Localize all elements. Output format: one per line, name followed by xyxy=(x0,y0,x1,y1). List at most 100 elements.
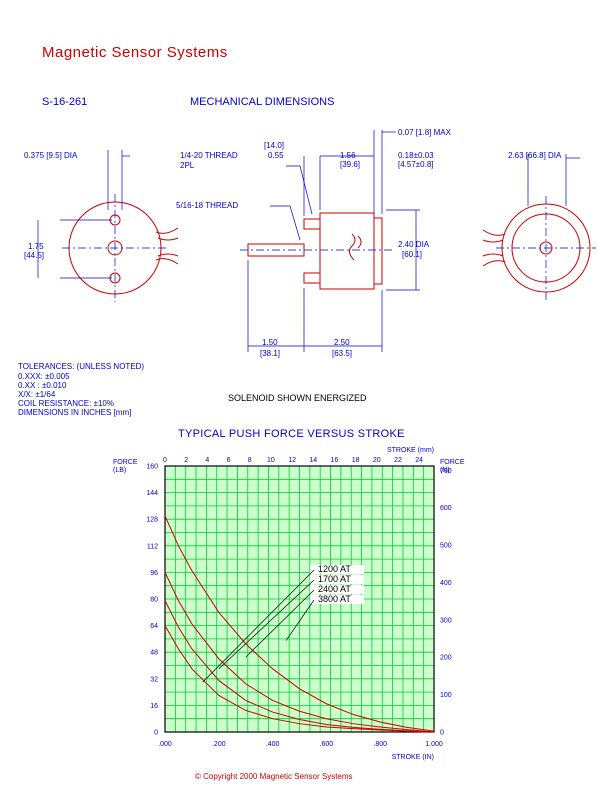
dim-plunger-gap-mm: [4.57±0.8] xyxy=(398,160,434,169)
y2-axis-label: FORCE xyxy=(440,459,465,466)
y-axis-label: FORCE xyxy=(113,459,138,466)
energized-note: SOLENOID SHOWN ENERGIZED xyxy=(228,393,367,403)
dim-total-len: 2.50 xyxy=(334,338,350,347)
y2-axis-label: (N) xyxy=(440,467,450,474)
legend-label: 1200 AT xyxy=(318,564,351,574)
x-tick-label: 1.000 xyxy=(425,741,443,748)
legend-bg xyxy=(310,565,364,574)
dim-total-len-mm: [63.5] xyxy=(332,349,353,358)
right-view-lead-upper xyxy=(482,229,506,236)
x2-tick-label: 16 xyxy=(331,457,339,464)
side-view-body xyxy=(319,212,375,290)
tolerance-line: 0.XX : ±0.010 xyxy=(18,381,67,390)
mechanical-drawing xyxy=(37,130,596,352)
legend-label: 1700 AT xyxy=(318,574,351,584)
x2-tick-label: 22 xyxy=(394,457,402,464)
copyright: © Copyright 2000 Magnetic Sensor Systems xyxy=(195,772,353,781)
legend-leader xyxy=(218,579,315,670)
x2-tick-label: 10 xyxy=(267,457,275,464)
part-number: S-16-261 xyxy=(42,96,88,108)
left-view-lead-lower xyxy=(155,258,179,265)
y-tick-label: 64 xyxy=(150,623,158,630)
dim-hole-spacing: 1.75 xyxy=(28,242,44,251)
force-curve xyxy=(164,600,429,733)
y2-tick-label: 500 xyxy=(440,543,452,550)
x2-tick-label: 12 xyxy=(288,457,296,464)
y2-tick-label: 600 xyxy=(440,505,452,512)
dim-thread-center: 5/16-18 THREAD xyxy=(176,201,239,210)
y2-tick-label: 300 xyxy=(440,617,452,624)
x2-tick-label: 6 xyxy=(227,457,231,464)
dim-thread-2pl-qty: 2PL xyxy=(180,161,195,170)
dim-thread-2pl: 1/4-20 THREAD xyxy=(180,151,238,160)
y-tick-label: 112 xyxy=(147,543,158,550)
x2-tick-label: 4 xyxy=(205,457,209,464)
x2-axis-label: STROKE (mm) xyxy=(387,447,434,454)
force-curve xyxy=(164,572,435,733)
x2-tick-label: 18 xyxy=(352,457,360,464)
y-tick-label: 96 xyxy=(150,570,158,577)
y2-tick-label: 200 xyxy=(440,655,452,662)
y-tick-label: 16 xyxy=(150,703,158,710)
legend-bg xyxy=(310,595,364,604)
dim-shaft-len-mm: [38.1] xyxy=(260,349,281,358)
x2-tick-label: 20 xyxy=(373,457,381,464)
legend-label: 3800 AT xyxy=(318,594,351,604)
company-name: Magnetic Sensor Systems xyxy=(42,44,228,61)
y-tick-label: 80 xyxy=(150,597,158,604)
plot-frame xyxy=(164,465,435,733)
y2-tick-label: 700 xyxy=(440,468,452,475)
x-tick-label: .600 xyxy=(320,741,334,748)
legend-leader xyxy=(245,589,315,658)
legend-leader xyxy=(285,599,315,641)
y-tick-label: 0 xyxy=(154,730,158,737)
y-tick-label: 128 xyxy=(146,517,158,524)
x2-tick-label: 14 xyxy=(309,457,317,464)
force-curve xyxy=(164,515,435,732)
chart-title: TYPICAL PUSH FORCE VERSUS STROKE xyxy=(178,428,405,440)
x-tick-label: .000 xyxy=(158,741,172,748)
force-curve xyxy=(164,625,424,733)
y-tick-label: 144 xyxy=(146,490,158,497)
legend-label: 2400 AT xyxy=(318,584,351,594)
x-axis-label: STROKE (IN) xyxy=(392,754,434,761)
tolerance-line: 0.XXX: ±0.005 xyxy=(18,372,70,381)
right-view-lead-lower xyxy=(482,260,506,267)
y-tick-label: 48 xyxy=(150,650,158,657)
dim-hole-spacing-mm: [44.5] xyxy=(24,251,45,260)
y2-tick-label: 0 xyxy=(440,730,444,737)
y2-tick-label: 400 xyxy=(440,580,452,587)
y-axis-label: (LB) xyxy=(113,467,126,474)
tolerance-line: COIL RESISTANCE: ±10% xyxy=(18,399,114,408)
section-title: MECHANICAL DIMENSIONS xyxy=(190,96,335,108)
dim-plunger-gap: 0.18±0.03 xyxy=(398,151,434,160)
x-tick-label: .200 xyxy=(212,741,226,748)
side-view-stud-lower xyxy=(303,272,321,284)
y2-tick-label: 100 xyxy=(440,692,452,699)
side-view-stud-upper xyxy=(303,218,321,230)
x2-tick-label: 24 xyxy=(415,457,423,464)
y-tick-label: 32 xyxy=(150,676,158,683)
dim-stud-len-mm: [14.0] xyxy=(264,141,285,150)
legend-leader xyxy=(202,569,315,683)
x-tick-label: .800 xyxy=(373,741,387,748)
dim-stud-len: 0.55 xyxy=(268,151,284,160)
dim-outer-dia: 2.63 [66.8] DIA xyxy=(508,151,562,160)
dim-mount-dia: 0.375 [9.5] DIA xyxy=(24,151,78,160)
tolerance-line: DIMENSIONS IN INCHES [mm] xyxy=(18,408,132,417)
x2-tick-label: 0 xyxy=(163,457,167,464)
dim-body-dia-mm: [60.1] xyxy=(402,250,423,259)
x2-tick-label: 2 xyxy=(184,457,188,464)
dim-body-len-mm: [39.6] xyxy=(340,160,361,169)
dim-body-len: 1.56 xyxy=(340,151,356,160)
x2-tick-label: 8 xyxy=(248,457,252,464)
tolerances-heading: TOLERANCES: (UNLESS NOTED) xyxy=(18,362,145,371)
legend-bg xyxy=(310,575,364,584)
side-view-endplate xyxy=(373,217,383,285)
y-tick-label: 160 xyxy=(146,464,158,471)
tolerance-line: X/X: ±1/64 xyxy=(18,390,56,399)
legend-bg xyxy=(310,585,364,594)
left-view-lead-upper xyxy=(155,227,179,234)
dim-gap-max: 0.07 [1.8] MAX xyxy=(398,128,451,137)
